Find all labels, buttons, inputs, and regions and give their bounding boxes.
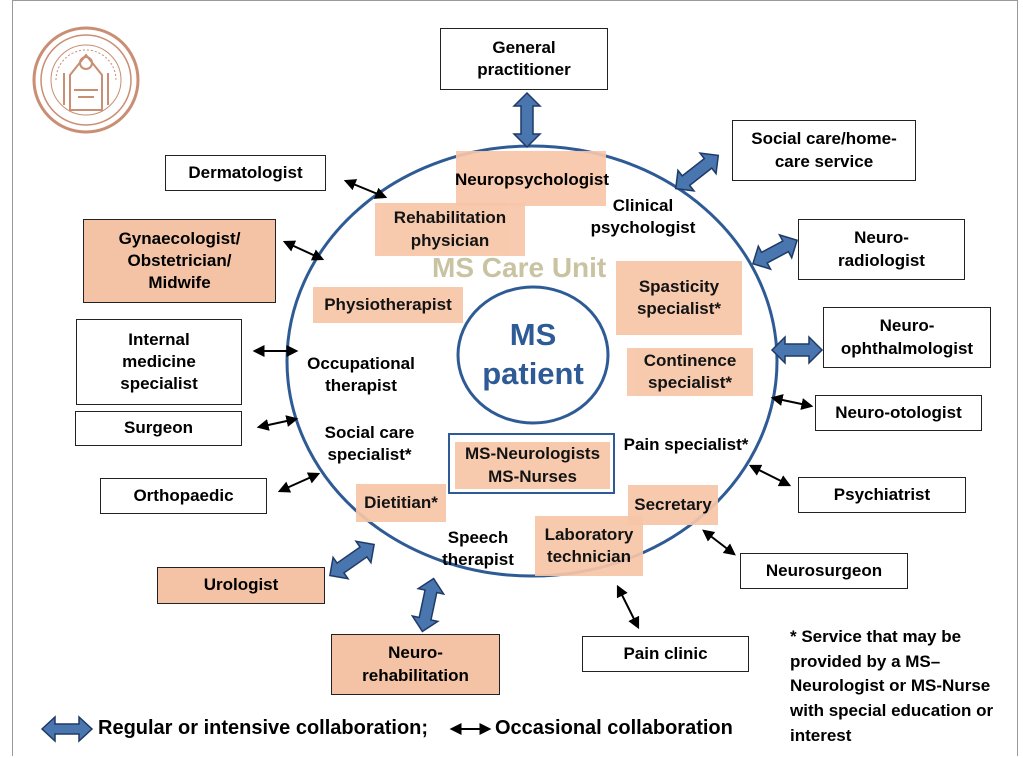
specialist-orthopaedic: Orthopaedic <box>100 478 267 514</box>
specialist-psychiatrist: Psychiatrist <box>798 477 966 513</box>
role-secretary: Secretary <box>628 485 718 525</box>
role-rehabilitation-physician: Rehabilitation physician <box>375 203 525 256</box>
specialist-general-practitioner: General practitioner <box>440 28 608 90</box>
role-physiotherapist: Physiotherapist <box>313 287 463 323</box>
legend-thick-arrow-icon <box>40 715 94 743</box>
ms-patient-circle <box>456 285 610 425</box>
thick-arrow-urologist <box>329 540 375 580</box>
specialist-dermatologist: Dermatologist <box>165 155 326 191</box>
slide-frame <box>12 0 1018 756</box>
ms-care-unit-circle <box>285 144 779 578</box>
thick-arrow-general-practitioner <box>512 91 542 149</box>
role-spasticity-specialist: Spasticity specialist* <box>616 261 742 335</box>
ms-care-unit-title: MS Care Unit <box>432 252 607 283</box>
specialist-neuro-ophthalmologist: Neuro- ophthalmologist <box>823 307 991 368</box>
specialist-social-care-home-care: Social care/home- care service <box>732 120 916 181</box>
specialist-neuro-otologist: Neuro-otologist <box>815 395 982 431</box>
role-clinical-psychologist: Clinical psychologist <box>590 195 696 237</box>
footnote: * Service that may be provided by a MS– … <box>790 627 994 745</box>
role-neuropsychologist <box>456 151 606 206</box>
thick-arrow-neuro-radiologist <box>751 233 799 271</box>
ms-neurologists-nurses-frame <box>448 433 615 494</box>
role-pain-specialist: Pain specialist* <box>623 434 749 454</box>
legend-regular-label: Regular or intensive collaboration; <box>98 717 429 739</box>
specialist-surgeon: Surgeon <box>75 411 242 446</box>
role-occupational-therapist: Occupational therapist <box>307 353 415 395</box>
thick-arrow-neuro-ophthalmologist <box>770 335 824 365</box>
regular-collaboration-arrows <box>40 91 824 743</box>
specialist-gynaecologist: Gynaecologist/ Obstetrician/ Midwife <box>83 219 276 303</box>
role-speech-therapist: Speech therapist <box>442 527 514 569</box>
specialist-pain-clinic: Pain clinic <box>582 636 749 672</box>
ms-patient-label: MS patient <box>482 317 584 391</box>
specialist-urologist: Urologist <box>157 567 325 604</box>
role-ms-neurologists-nurses: MS-Neurologists MS-Nurses <box>455 442 610 489</box>
specialist-neurosurgeon: Neurosurgeon <box>740 553 908 589</box>
role-laboratory-technician: Laboratory technician <box>535 516 643 576</box>
occasional-collaboration-arrows <box>252 179 814 630</box>
thick-arrow-neuro-rehabilitation <box>410 577 446 633</box>
role-dietitian: Dietitian* <box>356 484 446 522</box>
role-continence-specialist: Continence specialist* <box>627 348 753 396</box>
university-seal-logo <box>32 26 140 134</box>
thick-arrow-social-care <box>674 152 720 192</box>
specialist-neuro-rehabilitation: Neuro- rehabilitation <box>331 634 500 695</box>
role-social-care-specialist: Social care specialist* <box>324 422 415 464</box>
role-neuropsychologist-label: Neuropsychologist <box>455 169 609 189</box>
specialist-internal-medicine: Internal medicine specialist <box>76 319 242 405</box>
specialist-neuro-radiologist: Neuro- radiologist <box>798 219 965 280</box>
legend-occasional-label: Occasional collaboration <box>495 717 733 739</box>
